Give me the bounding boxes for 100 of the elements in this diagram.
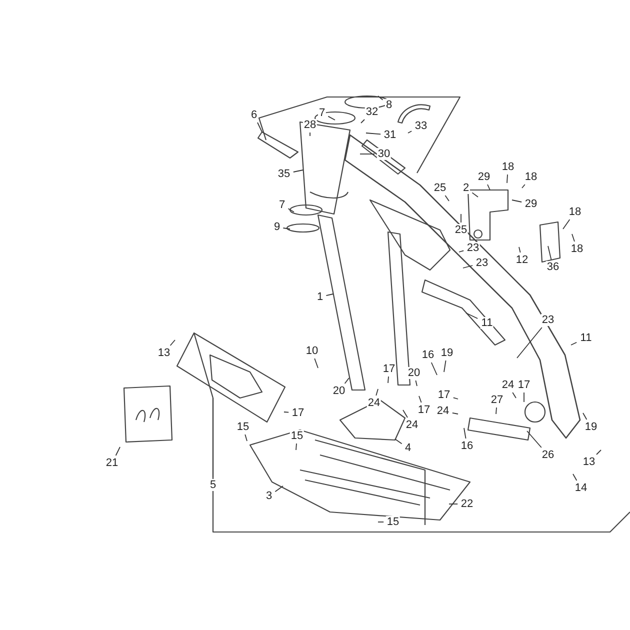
- callout-number: 7: [278, 199, 286, 211]
- callout-number: 21: [104, 457, 120, 469]
- leader-line: [444, 360, 446, 372]
- callout-number: 19: [584, 421, 598, 433]
- callout-number: 30: [376, 148, 392, 160]
- leader-line: [328, 116, 336, 120]
- callout-number: 31: [382, 129, 398, 141]
- leader-line: [596, 450, 602, 455]
- leader-line: [212, 398, 214, 478]
- callout-number: 33: [414, 120, 428, 132]
- callout-number: 9: [272, 221, 282, 233]
- leader-line: [170, 340, 176, 346]
- callout-number: 19: [440, 347, 454, 359]
- callout-number: 17: [516, 379, 532, 391]
- callout-number: 16: [460, 440, 474, 452]
- callout-number: 3: [264, 490, 274, 502]
- leader-line: [548, 246, 552, 260]
- leader-line: [292, 170, 304, 172]
- callout-number: 5: [208, 479, 218, 491]
- callout-number: 18: [524, 171, 538, 183]
- leader-line: [572, 474, 578, 481]
- callout-number: 24: [404, 419, 420, 431]
- leader-line: [526, 430, 542, 448]
- leader-line: [282, 228, 290, 230]
- callout-number: 4: [404, 442, 412, 454]
- leader-line: [452, 397, 458, 400]
- callout-number: 23: [474, 257, 490, 269]
- callout-number: 16: [420, 349, 436, 361]
- callout-number: 24: [500, 379, 516, 391]
- leader-line: [314, 358, 318, 368]
- leader-line: [394, 438, 402, 444]
- leader-line: [284, 412, 290, 413]
- callout-number: 13: [156, 347, 172, 359]
- callout-number: 14: [574, 482, 588, 494]
- callout-number: 11: [579, 332, 593, 344]
- callout-number: 15: [236, 421, 250, 433]
- callout-number: 15: [290, 430, 304, 442]
- callout-number: 29: [524, 198, 538, 210]
- callout-number: 13: [582, 456, 596, 468]
- leader-line: [378, 96, 384, 100]
- leader-line: [244, 434, 248, 442]
- leader-line: [460, 214, 462, 223]
- leader-line: [472, 192, 478, 198]
- callout-number: 24: [366, 397, 382, 409]
- leader-line: [512, 392, 516, 398]
- leader-line: [288, 208, 294, 212]
- leader-line: [402, 410, 408, 418]
- leader-line: [296, 443, 297, 450]
- callout-number: 18: [568, 206, 582, 218]
- leader-line: [506, 174, 508, 184]
- callout-number: 27: [490, 394, 504, 406]
- leader-line: [466, 312, 478, 319]
- callout-number: 24: [436, 405, 450, 417]
- leader-line: [430, 362, 438, 376]
- callout-number: 22: [460, 498, 474, 510]
- leader-line: [464, 428, 466, 439]
- leader-line: [582, 412, 588, 420]
- leader-line: [257, 122, 262, 132]
- callout-number: 18: [500, 161, 516, 173]
- leader-line: [512, 200, 522, 202]
- callout-number: 17: [436, 389, 452, 401]
- leader-line: [496, 407, 497, 414]
- callout-number: 20: [332, 385, 346, 397]
- leader-line: [458, 250, 464, 252]
- leader-line: [366, 132, 382, 135]
- leader-line: [326, 294, 334, 296]
- leader-line: [388, 376, 389, 384]
- leader-line: [444, 195, 450, 202]
- callout-number: 17: [290, 407, 306, 419]
- callout-number: 7: [318, 107, 326, 119]
- callout-number: 11: [480, 317, 494, 329]
- leader-line: [572, 234, 575, 242]
- leader-line: [274, 486, 284, 492]
- callout-number: 17: [382, 363, 396, 375]
- leader-line: [115, 446, 120, 456]
- leader-line: [487, 184, 490, 190]
- callout-number: 36: [546, 261, 560, 273]
- leader-line: [415, 380, 418, 386]
- callout-number: 35: [276, 168, 292, 180]
- callout-number: 17: [416, 404, 432, 416]
- callout-number: 26: [540, 449, 556, 461]
- leader-line: [408, 130, 412, 134]
- callout-number: 2: [462, 182, 470, 194]
- callout-number: 23: [540, 314, 556, 326]
- leader-line: [418, 396, 422, 403]
- callout-number: 23: [466, 242, 480, 254]
- leader-line: [570, 342, 578, 346]
- leader-line: [376, 388, 378, 396]
- callout-number: 10: [304, 345, 320, 357]
- leader-line: [462, 265, 474, 268]
- callout-number: 6: [250, 109, 258, 121]
- callout-number: 25: [432, 182, 448, 194]
- callout-number: 12: [514, 254, 530, 266]
- callout-number: 28: [302, 119, 318, 131]
- callout-number: 20: [406, 367, 422, 379]
- leader-line: [516, 327, 542, 358]
- callout-number: 1: [316, 291, 324, 303]
- callout-number: 29: [476, 171, 492, 183]
- callout-number: 15: [386, 516, 400, 528]
- leader-line: [360, 119, 365, 124]
